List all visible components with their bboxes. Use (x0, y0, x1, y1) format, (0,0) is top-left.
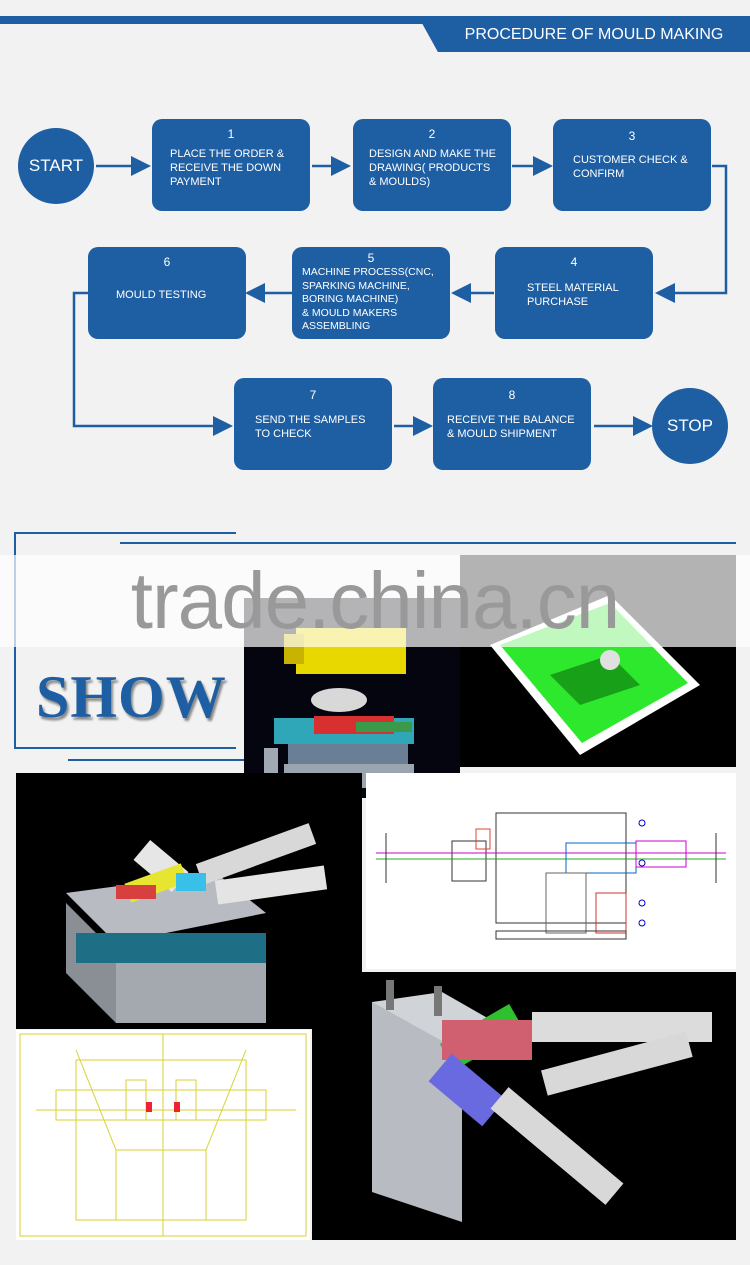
step-7-number: 7 (309, 388, 317, 402)
step-1-text: PLACE THE ORDER & RECEIVE THE DOWN PAYME… (170, 148, 285, 188)
cad-lines-1 (376, 812, 726, 940)
step-8-number: 8 (508, 388, 516, 402)
step-5-number: 5 (367, 251, 375, 265)
mould-image-3 (16, 773, 362, 1029)
watermark: trade.china.cn (0, 555, 750, 647)
step-1-box: 1 PLACE THE ORDER & RECEIVE THE DOWN PAY… (152, 119, 310, 211)
mould-render-4 (372, 980, 712, 1222)
step-8-box: 8 RECEIVE THE BALANCE & MOULD SHIPMENT (433, 378, 591, 470)
header-bar (0, 16, 750, 24)
arrow-6-to-7 (72, 291, 233, 436)
step-6-text: MOULD TESTING (116, 289, 207, 301)
step-1-number: 1 (227, 127, 235, 141)
flow-connectors (72, 156, 728, 436)
mould-render-3 (66, 823, 328, 1023)
step-7-text: SEND THE SAMPLES TO CHECK (255, 414, 366, 440)
step-7-box: 7 SEND THE SAMPLES TO CHECK (234, 378, 392, 470)
step-2-box: 2 DESIGN AND MAKE THE DRAWING( PRODUCTS … (353, 119, 511, 211)
show-divider (120, 542, 736, 544)
step-4-text: STEEL MATERIAL PURCHASE (527, 282, 619, 308)
step-3-number: 3 (628, 129, 636, 143)
step-8-text: RECEIVE THE BALANCE & MOULD SHIPMENT (447, 414, 575, 440)
arrow-3-to-4 (655, 164, 728, 303)
show-underline (68, 759, 248, 761)
header-tab (418, 16, 750, 52)
mould-image-4 (312, 972, 736, 1240)
step-4-number: 4 (570, 255, 578, 269)
start-node: START (18, 128, 94, 204)
step-4-box: 4 STEEL MATERIAL PURCHASE (495, 247, 653, 339)
stop-node: STOP (652, 388, 728, 464)
show-title: SHOW (36, 664, 227, 730)
step-5-box: 5 MACHINE PROCESS(CNC, SPARKING MACHINE,… (292, 247, 450, 339)
step-3-box: 3 CUSTOMER CHECK & CONFIRM (553, 119, 711, 211)
step-6-number: 6 (163, 255, 171, 269)
step-5-text: MACHINE PROCESS(CNC, SPARKING MACHINE, B… (302, 266, 434, 332)
cad-drawing-2 (16, 1030, 310, 1240)
page-title: PROCEDURE OF MOULD MAKING (464, 26, 724, 43)
step-6-box: 6 MOULD TESTING (88, 247, 246, 339)
step-2-number: 2 (428, 127, 436, 141)
cad-lines-2 (19, 1033, 307, 1237)
step-2-text: DESIGN AND MAKE THE DRAWING( PRODUCTS & … (369, 148, 496, 188)
cad-drawing-1 (366, 773, 736, 969)
step-3-text: CUSTOMER CHECK & CONFIRM (573, 154, 688, 180)
